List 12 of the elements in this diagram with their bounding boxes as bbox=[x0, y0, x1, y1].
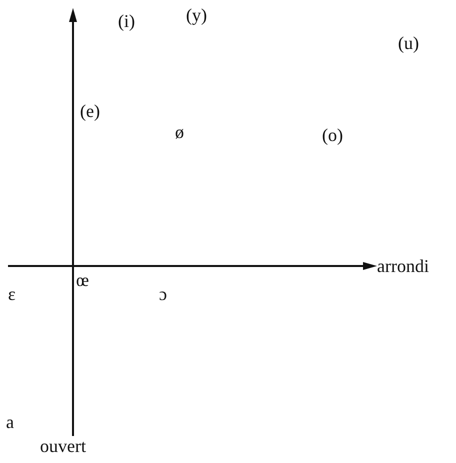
vowel-label: ɔ bbox=[159, 285, 167, 303]
vowel-label: (o) bbox=[322, 126, 343, 144]
axis-label: ouvert bbox=[40, 437, 86, 455]
vowel-label: ø bbox=[175, 123, 184, 141]
vowel-label: ɛ bbox=[8, 285, 16, 303]
vowel-label: (i) bbox=[118, 12, 135, 30]
vowel-label: (e) bbox=[80, 102, 100, 120]
vowel-label: (u) bbox=[398, 34, 419, 52]
vowel-label: œ bbox=[76, 271, 89, 289]
vowel-label: (y) bbox=[186, 6, 207, 24]
vowel-label: a bbox=[6, 413, 14, 431]
axis-label: arrondi bbox=[377, 257, 429, 275]
